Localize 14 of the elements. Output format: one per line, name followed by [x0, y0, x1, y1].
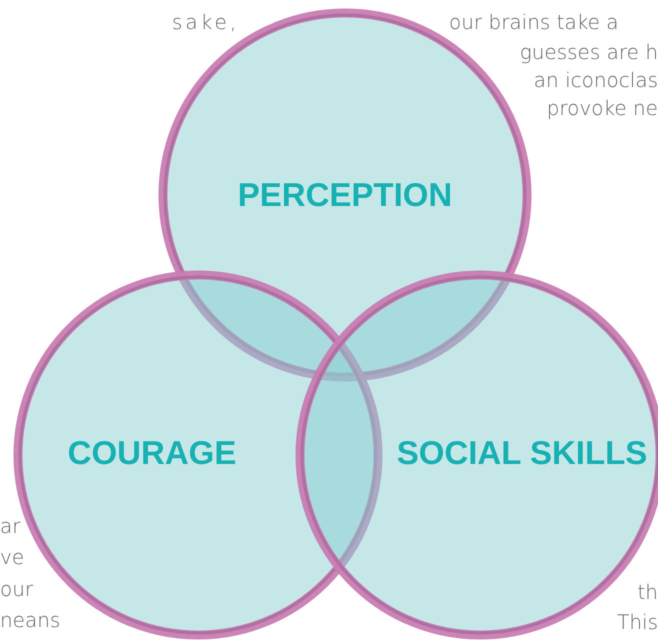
- circle-title: PERCEPTION: [238, 176, 452, 214]
- text-fragment: ar: [0, 514, 20, 538]
- text-fragment: guesses are h: [520, 40, 658, 64]
- text-fragment: sake,: [172, 10, 240, 34]
- text-fragment: ve: [0, 545, 24, 569]
- text-fragment: provoke ne: [546, 96, 658, 120]
- text-fragment: th: [637, 580, 658, 604]
- text-fragment: an iconoclas: [534, 68, 658, 92]
- circle-title: SOCIAL SKILLS: [396, 434, 648, 472]
- text-fragment: neans: [0, 608, 60, 632]
- text-fragment: our: [0, 577, 34, 601]
- text-fragment: our brains take a: [449, 10, 619, 34]
- text-fragment: This: [617, 610, 658, 634]
- circle-title: COURAGE: [68, 434, 236, 472]
